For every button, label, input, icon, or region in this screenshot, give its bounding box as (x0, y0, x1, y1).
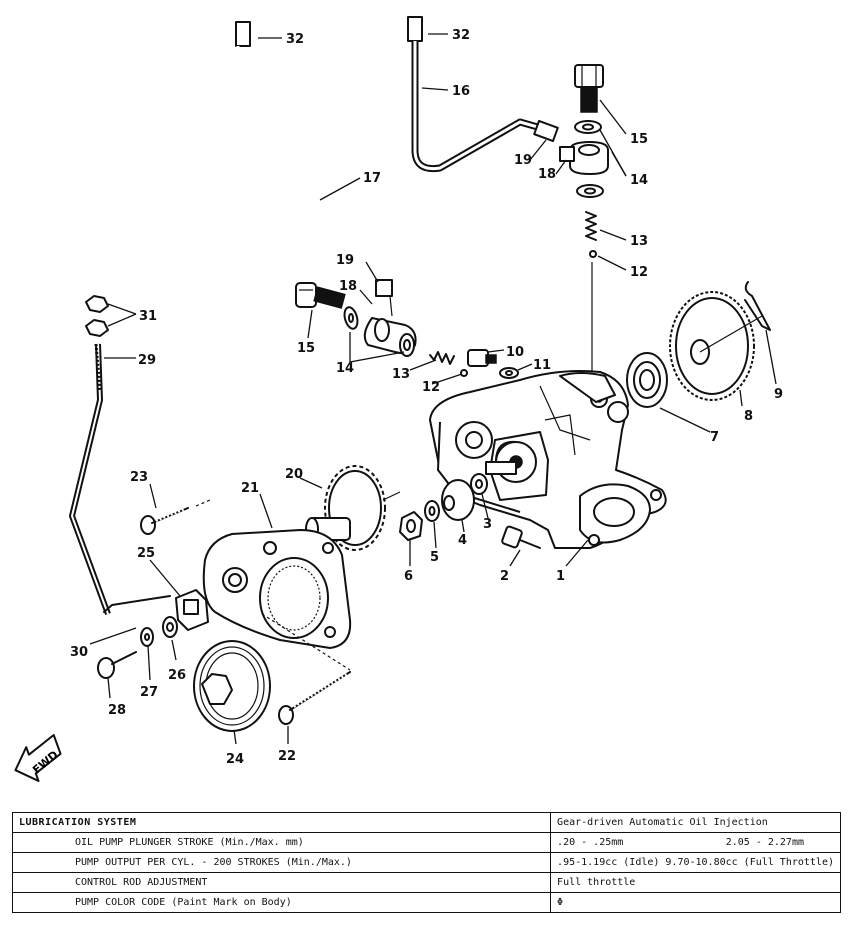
spec-row-pump-output: PUMP OUTPUT PER CYL. - 200 STROKES (Min.… (11, 852, 841, 873)
lubrication-spec-table: LUBRICATION SYSTEM Gear-driven Automatic… (11, 812, 841, 913)
nut-6 (399, 511, 423, 541)
callout-18-lower: 18 (339, 279, 357, 294)
callout-29: 29 (138, 353, 156, 368)
screw-2 (501, 525, 541, 549)
washer-3 (470, 473, 488, 495)
spec-table-header-row: LUBRICATION SYSTEM Gear-driven Automatic… (11, 812, 841, 833)
callout-13-lower: 13 (392, 367, 410, 382)
callout-32-left: 32 (286, 32, 304, 47)
spec-value-pump-output: .95-1.19cc (Idle) 9.70-10.80cc (Full Thr… (550, 852, 841, 873)
callout-10: 10 (506, 345, 524, 360)
nut-31-upper (85, 295, 109, 313)
screw-23 (140, 499, 211, 535)
callout-6: 6 (404, 569, 413, 584)
callout-25: 25 (137, 546, 155, 561)
callout-7: 7 (710, 430, 719, 445)
callout-28: 28 (108, 703, 126, 718)
lever-plate-25 (175, 589, 209, 631)
callout-17: 17 (363, 171, 381, 186)
spec-label-plunger-stroke: OIL PUMP PLUNGER STROKE (Min./Max. mm) (11, 832, 552, 853)
bearing-7 (626, 352, 668, 408)
spec-label-color-code: PUMP COLOR CODE (Paint Mark on Body) (11, 892, 552, 913)
spec-value-control-rod: Full throttle (550, 872, 841, 893)
callout-23: 23 (130, 470, 148, 485)
callout-27: 27 (140, 685, 158, 700)
banjo-assembly-left (295, 282, 468, 377)
callout-26: 26 (168, 668, 186, 683)
callout-19-lower: 19 (336, 253, 354, 268)
cotter-pin-9 (699, 281, 771, 353)
callout-8: 8 (744, 409, 753, 424)
screw-22 (278, 671, 351, 725)
spec-table-title: LUBRICATION SYSTEM (11, 812, 552, 833)
callout-11: 11 (533, 358, 551, 373)
spec-label-pump-output: PUMP OUTPUT PER CYL. - 200 STROKES (Min.… (11, 852, 552, 873)
callout-13-upper: 13 (630, 234, 648, 249)
oil-line-16 (407, 16, 559, 173)
leader-lines (89, 33, 777, 745)
washer-5 (424, 500, 440, 522)
callout-2: 2 (500, 569, 509, 584)
callout-24: 24 (226, 752, 244, 767)
callout-15-upper: 15 (630, 132, 648, 147)
spec-table-title-value: Gear-driven Automatic Oil Injection (550, 812, 841, 833)
fwd-arrow: FWD (14, 733, 62, 782)
oil-line-17 (235, 21, 393, 297)
spec-value-plunger-stroke-max: 2.05 - 2.27mm (725, 837, 804, 848)
spec-value-plunger-stroke: .20 - .25mm 2.05 - 2.27mm (550, 832, 841, 853)
nut-31-lower (85, 319, 109, 337)
washer-27 (140, 627, 154, 647)
pump-cover-21 (202, 529, 352, 671)
spec-value-plunger-stroke-min: .20 - .25mm (557, 837, 624, 848)
callout-14-lower: 14 (336, 361, 354, 376)
spec-label-control-rod: CONTROL ROD ADJUSTMENT (11, 872, 552, 893)
oil-pump-exploded-diagram: FWD (14, 16, 783, 782)
callout-22: 22 (278, 749, 296, 764)
drive-gear-8 (669, 291, 755, 401)
spec-row-color-code: PUMP COLOR CODE (Paint Mark on Body) Φ (11, 892, 841, 913)
callout-9: 9 (774, 387, 783, 402)
cap-24 (193, 640, 271, 732)
callout-16: 16 (452, 84, 470, 99)
callout-30: 30 (70, 645, 88, 660)
callout-21: 21 (241, 481, 259, 496)
pump-body (429, 370, 667, 549)
spec-value-color-code: Φ (550, 892, 841, 913)
callout-1: 1 (556, 569, 565, 584)
callout-20: 20 (285, 467, 303, 482)
spec-row-control-rod: CONTROL ROD ADJUSTMENT Full throttle (11, 872, 841, 893)
callout-12-upper: 12 (630, 265, 648, 280)
collar-4 (441, 479, 475, 521)
spec-row-plunger-stroke: OIL PUMP PLUNGER STROKE (Min./Max. mm) .… (11, 832, 841, 853)
callout-19-upper: 19 (514, 153, 532, 168)
callout-18-upper: 18 (538, 167, 556, 182)
callout-31: 31 (139, 309, 157, 324)
screw-28 (97, 651, 137, 679)
banjo-assembly-upper (559, 64, 609, 380)
callout-labels: 1 2 3 4 5 6 7 8 9 10 11 12 12 13 13 14 1… (70, 28, 783, 767)
callout-12-lower: 12 (422, 380, 440, 395)
screw-10-washer-11 (467, 349, 519, 379)
washer-26 (162, 616, 178, 638)
worm-gear-20 (305, 465, 401, 551)
callout-14-upper: 14 (630, 173, 648, 188)
callout-4: 4 (458, 533, 467, 548)
callout-3: 3 (483, 517, 492, 532)
control-rod-29 (69, 343, 171, 616)
callout-15-lower: 15 (297, 341, 315, 356)
callout-5: 5 (430, 550, 439, 565)
callout-32-right: 32 (452, 28, 470, 43)
